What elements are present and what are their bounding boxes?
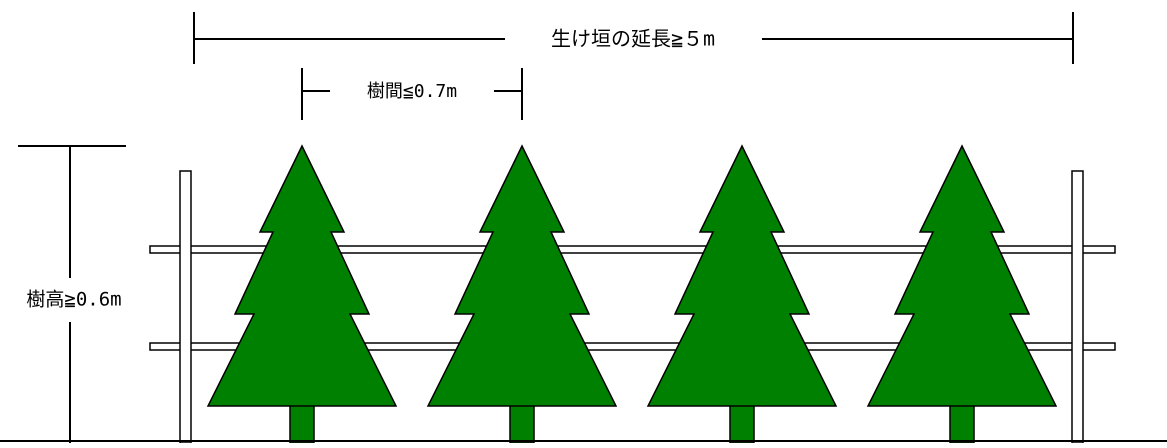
tree-height-label: 樹高≧0.6m — [26, 289, 121, 311]
fence-rail-upper — [149, 245, 1116, 254]
hedge-length-label: 生け垣の延長≧５m — [551, 27, 715, 51]
tree — [866, 144, 1058, 444]
fence-rails — [149, 245, 1116, 351]
tree — [426, 144, 618, 444]
tree-foliage — [426, 144, 618, 407]
fence-post-left — [179, 170, 192, 444]
fence-post-right — [1071, 170, 1084, 444]
tree — [646, 144, 838, 444]
tree-height-dimension: 樹高≧0.6m — [18, 145, 126, 443]
tree-foliage — [206, 144, 398, 407]
tree-foliage — [866, 144, 1058, 407]
tree-spacing-dimension: 樹間≦0.7m — [301, 68, 523, 120]
fence-rail-lower — [149, 342, 1116, 351]
tree-spacing-label: 樹間≦0.7m — [367, 81, 457, 102]
tree — [206, 144, 398, 444]
tree-foliage — [646, 144, 838, 407]
trees — [206, 144, 1058, 444]
hedge-length-dimension: 生け垣の延長≧５m — [193, 12, 1074, 64]
